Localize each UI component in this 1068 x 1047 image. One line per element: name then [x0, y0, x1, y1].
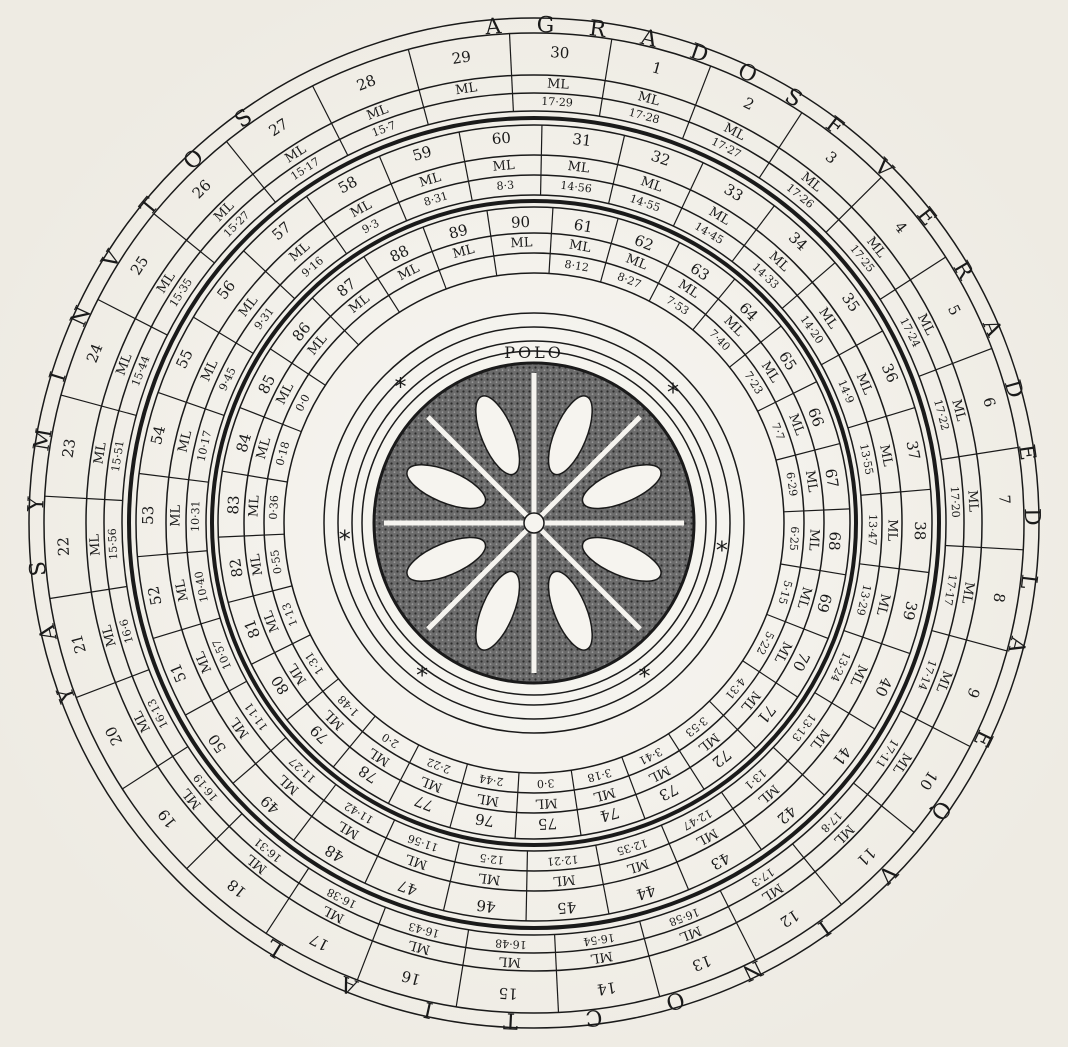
star-mark: *: [667, 378, 679, 406]
minutes-value: 3·0: [537, 776, 555, 790]
degree-number: 14: [596, 978, 618, 999]
rim-letter: A: [483, 14, 504, 40]
star-mark: *: [639, 663, 651, 691]
ml-label: ML: [547, 77, 570, 93]
rosette-hub: [524, 513, 544, 533]
ml-label: ML: [492, 158, 516, 175]
degree-number: 45: [556, 898, 577, 918]
ml-label: ML: [567, 159, 591, 177]
star-mark: *: [716, 536, 728, 564]
degree-number: 67: [821, 467, 842, 489]
ml-label: ML: [884, 519, 899, 542]
degree-number: 46: [475, 896, 496, 916]
degree-number: 60: [491, 129, 512, 149]
star-mark: *: [416, 662, 428, 690]
minutes-value: 0·36: [267, 495, 281, 520]
degree-number: 83: [224, 495, 243, 515]
ml-label: ML: [87, 533, 103, 556]
degree-number: 30: [550, 43, 570, 62]
ml-label: ML: [510, 235, 533, 251]
minutes-value: 16·48: [495, 937, 527, 952]
degree-number: 82: [226, 557, 247, 579]
degree-number: 29: [451, 47, 473, 68]
ml-label: ML: [168, 504, 183, 527]
rim-letter: E: [1013, 443, 1040, 464]
rim-letter: S: [25, 558, 51, 577]
ml-label: ML: [535, 795, 558, 811]
minutes-value: 13·47: [866, 514, 880, 546]
rim-letter: M: [29, 425, 58, 453]
star-mark: *: [339, 525, 351, 553]
degree-number: 75: [538, 814, 558, 833]
minutes-value: 6·25: [787, 526, 801, 551]
rim-letter: C: [582, 1003, 604, 1030]
degree-number: 7: [995, 494, 1013, 504]
ml-label: ML: [246, 494, 262, 517]
rim-letter: T: [501, 1007, 519, 1033]
ml-label: ML: [964, 490, 980, 513]
degree-number: 68: [825, 531, 844, 551]
rosette-ornament: [384, 373, 684, 673]
minutes-value: 12·21: [546, 852, 578, 868]
degree-number: 37: [902, 439, 923, 461]
degree-number: 31: [571, 130, 592, 150]
minutes-value: 8·3: [496, 178, 515, 192]
ml-label: ML: [805, 528, 821, 551]
degree-number: 15: [498, 984, 518, 1003]
rim-letter: L: [1015, 573, 1042, 592]
rim-letter: Y: [24, 494, 50, 513]
degree-number: 52: [144, 585, 165, 607]
rim-letter: R: [588, 16, 610, 43]
star-mark: *: [394, 373, 406, 401]
degree-number: 38: [911, 521, 929, 540]
degree-number: 23: [59, 437, 80, 459]
ml-label: ML: [552, 871, 576, 888]
central-medallion: [374, 363, 694, 683]
minutes-value: 17·29: [541, 95, 573, 110]
rim-letter: D: [1019, 508, 1044, 528]
degree-number: 22: [54, 537, 73, 557]
ml-label: ML: [498, 953, 521, 969]
ml-label: ML: [477, 869, 501, 887]
polo-label: POLO: [504, 343, 564, 362]
degree-number: 61: [572, 216, 594, 237]
minutes-value: 17·20: [948, 486, 963, 518]
degree-number: 53: [139, 506, 157, 525]
degree-number: 76: [474, 809, 496, 830]
degree-number: 90: [511, 213, 531, 232]
minutes-value: 10·31: [189, 500, 203, 532]
rim-letter: G: [536, 13, 556, 38]
minutes-value: 15·56: [106, 528, 121, 560]
